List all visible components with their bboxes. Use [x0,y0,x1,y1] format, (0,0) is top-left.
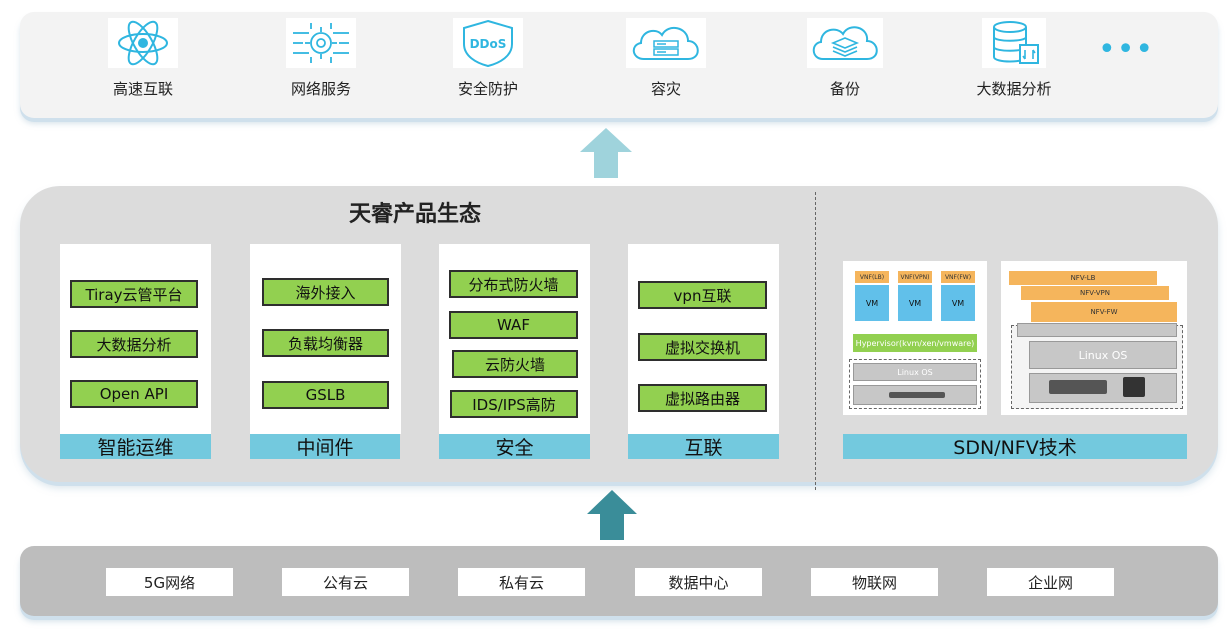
cloud-server-icon [626,18,706,68]
nfv-tag: NFV-VPN [1021,286,1169,300]
arrow-up-dark-icon [587,490,637,540]
group-caption-security: 安全 [439,434,590,459]
group-caption-interconnect: 互联 [628,434,779,459]
server-icon [1049,380,1107,394]
vm-box: VM [941,285,975,321]
arrow-up-light-icon [580,128,632,178]
vm-box: VM [898,285,932,321]
service-item[interactable]: 备份 [775,18,915,99]
linux-os-bar: Linux OS [1029,341,1177,369]
service-label: 高速互联 [112,80,173,98]
item-gslb[interactable]: GSLB [262,381,389,409]
gear-circuit-icon [286,18,356,68]
service-item[interactable]: 高速互联 [73,18,213,99]
item-ids-ips[interactable]: IDS/IPS高防 [450,390,578,418]
item-open-api[interactable]: Open API [70,380,198,408]
group-caption-middleware: 中间件 [250,434,400,459]
database-icon [982,18,1046,68]
panel-divider [815,192,816,490]
infra-data-center[interactable]: 数据中心 [635,568,762,596]
server-icon [889,392,945,398]
service-item[interactable]: 容灾 [596,18,736,99]
service-item[interactable]: 网络服务 [251,18,391,99]
cloud-layers-icon [807,18,883,68]
linux-os-bar: Linux OS [853,363,977,381]
item-distributed-firewall[interactable]: 分布式防火墙 [449,270,578,298]
service-label: 安全防护 [457,80,518,98]
service-label: 备份 [829,80,860,98]
hypervisor-bar: Hypervisor(kvm/xen/vmware) [853,334,977,352]
nfv-architecture-image: NFV-LB NFV-VPN NFV-FW Linux OS [1001,261,1187,415]
stack-layer [1017,323,1177,337]
sdn-nfv-caption: SDN/NFV技术 [843,434,1187,459]
item-vpn[interactable]: vpn互联 [638,281,767,309]
infra-iot[interactable]: 物联网 [811,568,938,596]
infra-enterprise-network[interactable]: 企业网 [987,568,1114,596]
item-overseas-access[interactable]: 海外接入 [262,278,389,306]
nfv-tag: NFV-LB [1009,271,1157,285]
group-caption-ops: 智能运维 [60,434,211,459]
ddos-shield-icon: DDoS [453,18,523,68]
item-tiray[interactable]: Tiray云管平台 [70,280,198,308]
item-bigdata[interactable]: 大数据分析 [70,330,198,358]
infra-public-cloud[interactable]: 公有云 [282,568,409,596]
vnf-tag: VNF(LB) [855,271,889,283]
infra-private-cloud[interactable]: 私有云 [458,568,585,596]
item-virtual-router[interactable]: 虚拟路由器 [638,384,767,412]
item-virtual-switch[interactable]: 虚拟交换机 [638,333,767,361]
vnf-architecture-image: VNF(LB) VNF(VPN) VNF(FW) VM VM VM Hyperv… [843,261,987,415]
service-label: 网络服务 [290,80,351,98]
service-label: 大数据分析 [976,80,1052,98]
infra-5g[interactable]: 5G网络 [106,568,233,596]
vnf-tag: VNF(VPN) [898,271,932,283]
svg-text:DDoS: DDoS [470,37,507,51]
service-label: 容灾 [650,80,681,98]
vm-box: VM [855,285,889,321]
service-item[interactable]: DDoS 安全防护 [418,18,558,99]
item-cloud-firewall[interactable]: 云防火墙 [452,350,578,378]
atom-icon [108,18,178,68]
hardware-box-icon [1123,377,1145,397]
vnf-tag: VNF(FW) [941,271,975,283]
more-services-icon[interactable]: ••• [1098,32,1155,67]
ecosystem-title: 天睿产品生态 [348,201,481,227]
item-load-balancer[interactable]: 负载均衡器 [262,329,389,357]
item-waf[interactable]: WAF [449,311,578,339]
service-item[interactable]: 大数据分析 [944,18,1084,99]
nfv-tag: NFV-FW [1031,302,1177,322]
